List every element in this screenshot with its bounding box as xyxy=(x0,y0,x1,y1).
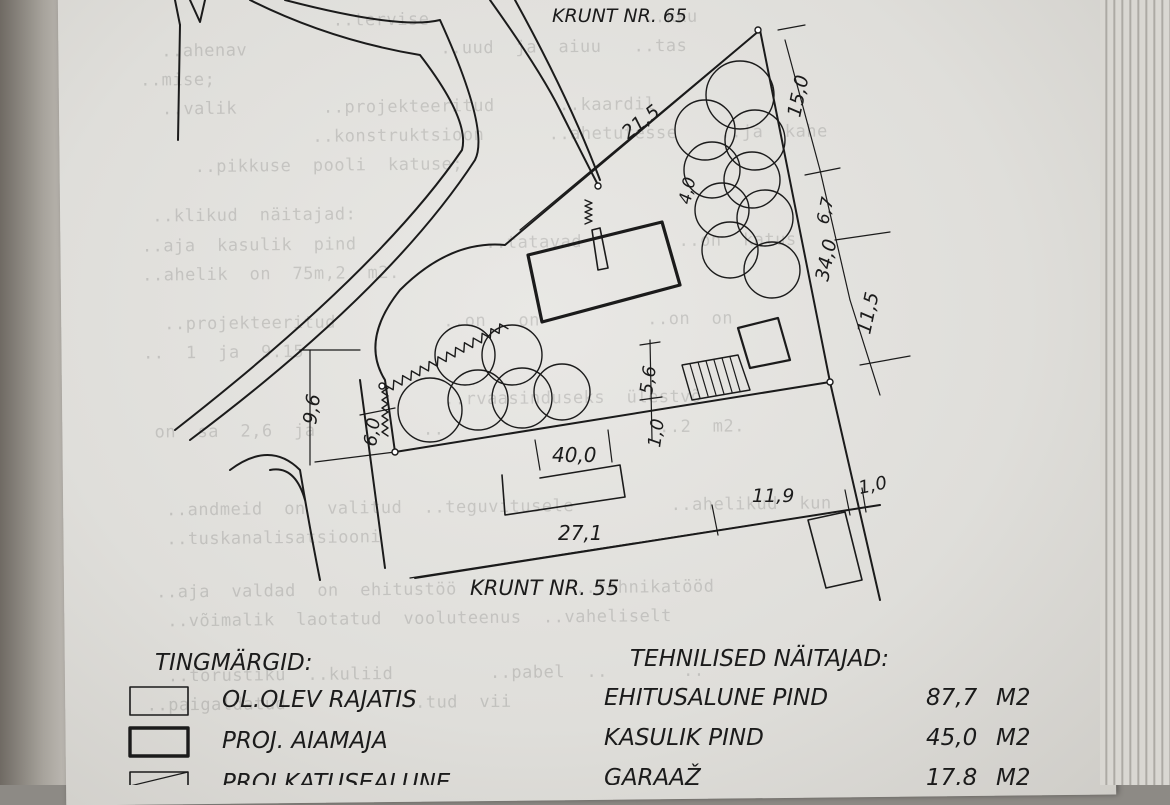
page-stack-edges xyxy=(1100,0,1170,785)
dim-34-0: 34,0 xyxy=(811,237,841,283)
road-edge-bottom-left xyxy=(229,454,321,581)
existing-structure xyxy=(501,464,626,516)
legend-heading: TINGMÄRGID: xyxy=(155,648,313,676)
dim-line-21-5 xyxy=(519,29,761,231)
tech-unit-building-area: M2 xyxy=(996,685,1030,711)
hedge-row-left xyxy=(381,387,389,437)
legend-symbol-garden-house xyxy=(128,726,190,758)
label-krunt-65: KRUNT NR. 65 xyxy=(552,5,687,27)
legend-symbol-canopy xyxy=(129,771,189,785)
legend-item-garden-house: PROJ. AIAMAJA xyxy=(222,728,388,754)
road-edge-outer xyxy=(174,0,464,431)
road-edge-inner xyxy=(189,0,480,441)
dim-15-0: 15,0 xyxy=(783,73,813,119)
existing-structure-right xyxy=(807,511,863,589)
tech-unit-useful-area: M2 xyxy=(996,725,1030,751)
tech-label-garage: GARAAŽ xyxy=(604,763,702,785)
tech-label-useful-area: KASULIK PIND xyxy=(604,725,764,751)
north-arrow-shaft xyxy=(177,24,181,141)
dim-line-27-1 xyxy=(409,504,881,579)
site-plan-drawing: KRUNT NR. 65 KRUNT NR. 55 21,5 15,0 4,0 … xyxy=(128,0,1030,785)
legend-item-canopy: PROJ.KATUSEALUNE xyxy=(222,770,451,785)
dim-line-11-5 xyxy=(849,299,881,396)
tech-value-useful-area: 45,0 xyxy=(926,725,977,751)
tech-label-building-area: EHITUSALUNE PIND xyxy=(604,685,828,711)
dim-21-5: 21,5 xyxy=(618,101,665,144)
stair-treads xyxy=(689,356,741,399)
path-line-2 xyxy=(514,0,601,181)
proj-canopy xyxy=(736,316,792,370)
label-krunt-55: KRUNT NR. 55 xyxy=(470,576,619,600)
tech-unit-garage: M2 xyxy=(996,765,1030,785)
dim-11-9: 11,9 xyxy=(752,485,794,507)
hedge-row-top xyxy=(584,199,593,225)
proj-garden-house xyxy=(526,220,682,324)
building-annex xyxy=(591,227,609,271)
dim-line-34-0 xyxy=(819,169,851,301)
dim-line-15-0 xyxy=(784,39,821,171)
road-edge-bottom-left-2 xyxy=(269,468,306,501)
north-arrow-icon xyxy=(174,0,206,26)
technical-heading: TEHNILISED NÄITAJAD: xyxy=(630,644,889,672)
dim-line-5-6 xyxy=(649,339,653,441)
plot-left-edge xyxy=(359,379,386,569)
legend-item-existing: OL.OLEV RAJATIS xyxy=(222,687,417,713)
dim-40-0: 40,0 xyxy=(552,443,597,467)
dim-6-7: 6,7 xyxy=(813,195,838,226)
plot-boundary xyxy=(374,29,881,601)
tree-cluster-left xyxy=(397,324,591,443)
tech-value-building-area: 87,7 xyxy=(926,685,978,711)
stairs xyxy=(681,354,751,401)
dim-5-6: 5,6 xyxy=(636,364,661,395)
legend-symbol-existing xyxy=(129,686,189,716)
plot-inner-line xyxy=(394,381,831,453)
dim-6-0: 6,0 xyxy=(360,416,385,447)
dim-1-0-mid: 1,0 xyxy=(644,417,669,448)
path-line xyxy=(489,0,599,186)
dim-27-1: 27,1 xyxy=(558,521,603,545)
hedge-row xyxy=(384,323,509,391)
dim-9-6: 9,6 xyxy=(299,393,325,426)
dim-11-5: 11,5 xyxy=(853,290,883,336)
tree-cluster-right xyxy=(674,60,801,299)
dim-1-0-right: 1,0 xyxy=(857,472,889,498)
tech-value-garage: 17,8 xyxy=(926,765,977,785)
